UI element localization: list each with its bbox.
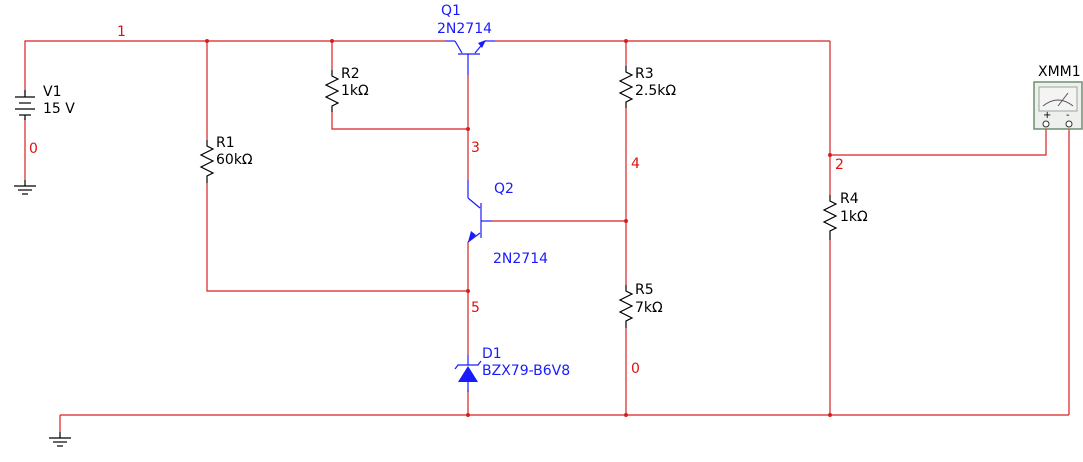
r4-value: 1kΩ [840,209,868,225]
junction-dot [624,413,628,417]
q2-transistor-symbol[interactable] [467,180,492,243]
r3-name: R3 [635,66,654,82]
xmm1-minus-terminal[interactable] [1065,120,1073,128]
wire-r1-bottom [206,183,468,292]
r1-resistor[interactable] [199,140,215,183]
junction-dot [466,413,470,417]
q2-name: Q2 [494,181,514,197]
d1-name: D1 [482,346,502,362]
meter-needle-icon [1057,92,1069,107]
r2-name: R2 [341,66,360,82]
r3-resistor[interactable] [618,66,634,108]
q1-transistor-symbol[interactable] [445,40,495,75]
junctions [205,39,832,417]
q1-name: Q1 [441,3,461,19]
v1-value: 15 V [43,101,75,117]
net-label-5: 5 [471,300,480,316]
d1-zener-diode[interactable] [454,355,482,392]
net-label-4: 4 [631,156,640,172]
xmm1-name: XMM1 [1038,64,1081,80]
junction-dot [205,39,209,43]
xmm1-plus-label: + [1043,110,1051,121]
r1-value: 60kΩ [216,152,253,168]
ground-symbol-bottom [49,432,71,447]
junction-dot [330,39,334,43]
r1-name: R1 [216,135,235,151]
meter-scale-icon [1042,99,1074,107]
net-label-0-left: 0 [29,141,38,157]
net-label-3: 3 [471,140,480,156]
xmm1-minus-label: - [1066,110,1070,121]
junction-dot [828,413,832,417]
v1-name: V1 [43,84,61,100]
wire-net1-left [24,40,445,95]
junction-dot [466,127,470,131]
q1-model: 2N2714 [437,21,492,37]
wire-to-xmm-plus [830,127,1047,156]
net-label-2: 2 [835,157,844,173]
wire-r2-bottom [331,112,468,130]
r2-resistor[interactable] [324,70,340,112]
d1-model: BZX79-B6V8 [482,363,570,379]
r5-resistor[interactable] [618,285,634,328]
junction-dot [466,289,470,293]
xmm1-plus-terminal[interactable] [1042,120,1050,128]
v1-battery-symbol[interactable] [15,90,35,120]
junction-dot [828,153,832,157]
xmm1-multimeter[interactable] [1033,81,1083,130]
r5-value: 7kΩ [635,300,663,316]
r5-name: R5 [635,282,654,298]
net-label-0-right: 0 [631,361,640,377]
r4-name: R4 [840,191,859,207]
net-label-1: 1 [117,24,126,40]
r2-value: 1kΩ [341,83,369,99]
r3-value: 2.5kΩ [635,83,676,99]
ground-symbol-left [14,180,36,195]
junction-dot [624,219,628,223]
junction-dot [624,39,628,43]
q2-model: 2N2714 [493,251,548,267]
r4-resistor[interactable] [822,195,838,240]
